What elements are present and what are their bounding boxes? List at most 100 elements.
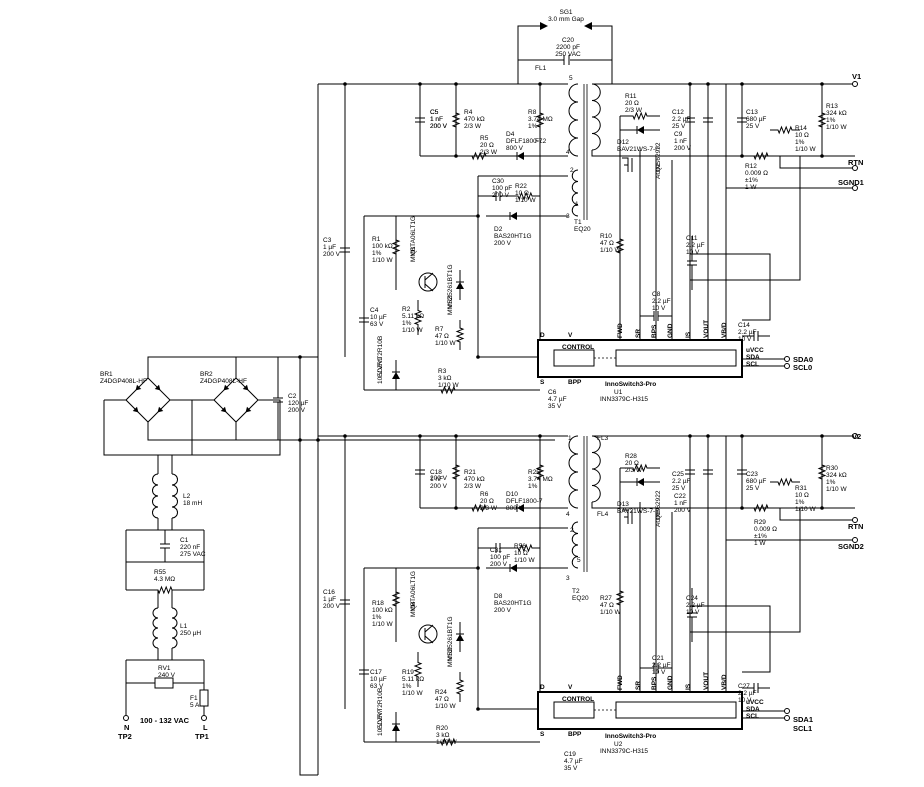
label-text: 20 Ω <box>625 460 639 467</box>
label-text: R13 <box>826 103 838 110</box>
label-text: R2 <box>402 306 411 313</box>
differential-choke-winding-icon <box>171 607 178 649</box>
label-text: 1/10 W <box>438 382 459 389</box>
wire <box>779 156 855 169</box>
transformer-primary-winding-icon <box>568 83 579 157</box>
label-text: 2/3 W <box>480 149 498 156</box>
label-text: BAS20HT1G <box>494 600 532 607</box>
fwd-resistor-icon <box>615 582 625 614</box>
label-text: MMSZ5261BT1G <box>447 264 454 315</box>
input-voltage-label: 100 - 132 VAC <box>140 716 190 725</box>
junction-dot <box>740 154 744 158</box>
junction-dot <box>476 707 480 711</box>
wire <box>592 25 613 84</box>
common-mode-choke-winding-icon <box>152 473 159 519</box>
label-text: AONS62922 <box>655 490 662 527</box>
label-text: 200 V <box>494 607 512 614</box>
label-text: 1% <box>528 483 538 490</box>
junction-dot <box>538 434 542 438</box>
net-label-rtn: RTN <box>848 158 863 167</box>
label-text: 1/10 W <box>402 327 423 334</box>
label-text: 100 kΩ <box>372 607 393 614</box>
label-text: EDZVT2R10B <box>377 688 384 729</box>
ic-control-label: CONTROL <box>562 344 594 351</box>
wire <box>690 605 771 673</box>
wire <box>779 508 855 521</box>
junction-dot <box>820 82 824 86</box>
label-text: R56 <box>514 543 526 550</box>
label-text: C11 <box>686 235 698 242</box>
label-text: C3 <box>323 237 332 244</box>
label-text: F1 <box>190 695 198 702</box>
label-text: C24 <box>686 595 698 602</box>
label-text: 1 µF <box>323 596 336 603</box>
label-text: EQ20 <box>574 226 591 233</box>
junction-dot <box>454 434 458 438</box>
label-text: MMBTA06LT1G <box>410 216 417 262</box>
uvcc-capacitor-icon <box>742 331 770 341</box>
label-text: C8 <box>652 291 661 298</box>
label-text: R6 <box>480 491 489 498</box>
terminal-icon <box>784 715 790 721</box>
label-text: 25 V <box>672 123 686 130</box>
label-text: 25 V <box>746 123 760 130</box>
label-text: C6 <box>548 389 557 396</box>
label-text: R55 <box>154 569 166 576</box>
label-text: 3.0 mm Gap <box>548 16 584 23</box>
net-label-sda0: SDA0 <box>793 355 813 364</box>
net-label-rtn: RTN <box>848 522 863 531</box>
node-label: 5 <box>577 557 581 564</box>
label-text: 1 µF <box>323 244 336 251</box>
ic-pin-label: VB/D <box>721 322 728 338</box>
node-label: 1 <box>575 201 579 208</box>
ic-pin-label: IS <box>685 331 692 338</box>
label-text: 200 V <box>430 475 448 482</box>
label-text: VR7 <box>377 709 384 722</box>
base-resistor-icon <box>413 300 423 335</box>
label-text: 200 V <box>323 251 341 258</box>
wire <box>690 508 801 633</box>
label-text: C4 <box>370 307 379 314</box>
label-text: ±1% <box>745 177 758 184</box>
label-text: VR9 <box>447 647 454 660</box>
label-text: VR3 <box>447 295 454 308</box>
label-text: 1 nF <box>430 116 443 123</box>
label-text: 470 kΩ <box>464 116 485 123</box>
label-text: 200 V <box>288 407 306 414</box>
label-text: C12 <box>672 109 684 116</box>
junction-dot <box>343 434 347 438</box>
label-text: 1% <box>826 117 836 124</box>
terminal-icon <box>852 433 858 439</box>
label-text: 10 Ω <box>795 132 809 139</box>
label-text: 10 V <box>738 336 752 343</box>
label-text: 1/10 W <box>795 506 816 513</box>
label-text: 20 Ω <box>480 498 494 505</box>
net-label-scl1: SCL1 <box>793 724 812 733</box>
label-text: 1% <box>795 499 805 506</box>
base-resistor-icon <box>413 652 423 687</box>
bps-capacitor-icon <box>687 588 697 642</box>
label-text: 200 V <box>674 145 692 152</box>
label-text: 5 A <box>190 702 200 709</box>
label-text: 1% <box>826 479 836 486</box>
label-text: 10 V <box>686 249 700 256</box>
output-capacitor-icon <box>703 100 713 140</box>
ic-pin-label: V <box>568 332 573 339</box>
terminal-icon <box>784 356 790 362</box>
junction-dot <box>688 82 692 86</box>
label-text: R24 <box>435 689 447 696</box>
wire <box>690 253 771 321</box>
input-capacitor-icon <box>340 582 350 622</box>
ic-pin-label: VOUT <box>703 672 710 690</box>
label-text: 3.74 MΩ <box>528 116 553 123</box>
spark-gap-icon <box>584 22 592 30</box>
output-capacitor-icon <box>703 452 713 492</box>
label-text: BAV21WS-7-F <box>617 146 659 153</box>
label-text: MMBTA06LT1G <box>410 571 417 617</box>
output-filter-resistor-icon <box>770 125 800 135</box>
snubber-capacitor-icon <box>415 100 425 140</box>
label-text: 47 Ω <box>435 696 449 703</box>
label-text: BAS20HT1G <box>494 233 532 240</box>
label-text: Q5 <box>655 511 662 520</box>
wire <box>591 150 855 157</box>
